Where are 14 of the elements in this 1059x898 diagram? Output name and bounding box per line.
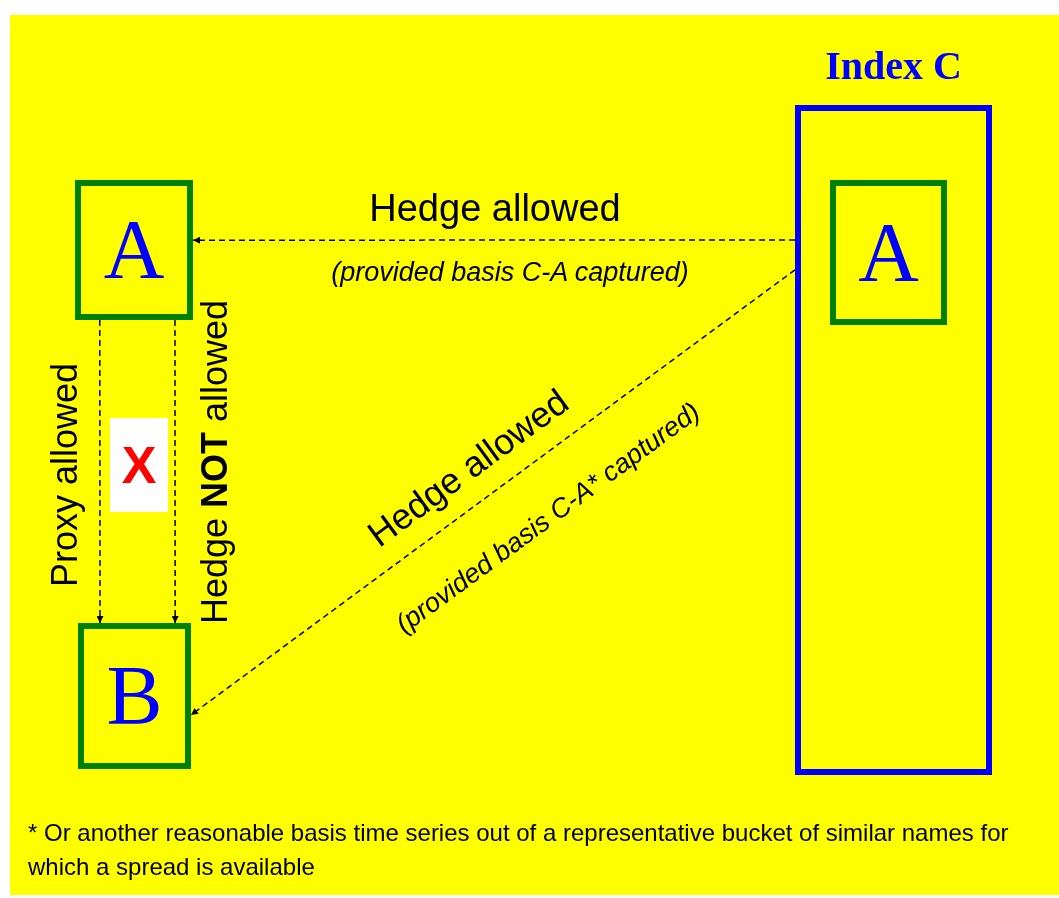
- condition-note: (provided basis C-A captured): [331, 258, 689, 286]
- asset-box: A: [830, 180, 947, 325]
- edge-label: Hedge NOT allowed: [197, 299, 233, 625]
- dashed-arrow: [171, 319, 179, 624]
- asset-box: B: [78, 623, 191, 769]
- footnote: * Or another reasonable basis time series out of a representative bucket of similar names for which a spread is available: [28, 818, 1010, 882]
- edge-label: Hedge allowed: [369, 189, 621, 227]
- index-title: Index C: [824, 42, 963, 90]
- asset-box: A: [75, 180, 193, 320]
- dashed-arrow: [190, 269, 796, 716]
- dashed-arrow: [96, 319, 104, 624]
- dashed-arrow: [192, 236, 796, 244]
- cross-mark-box: X: [110, 418, 168, 512]
- edge-label: Proxy allowed: [47, 362, 83, 588]
